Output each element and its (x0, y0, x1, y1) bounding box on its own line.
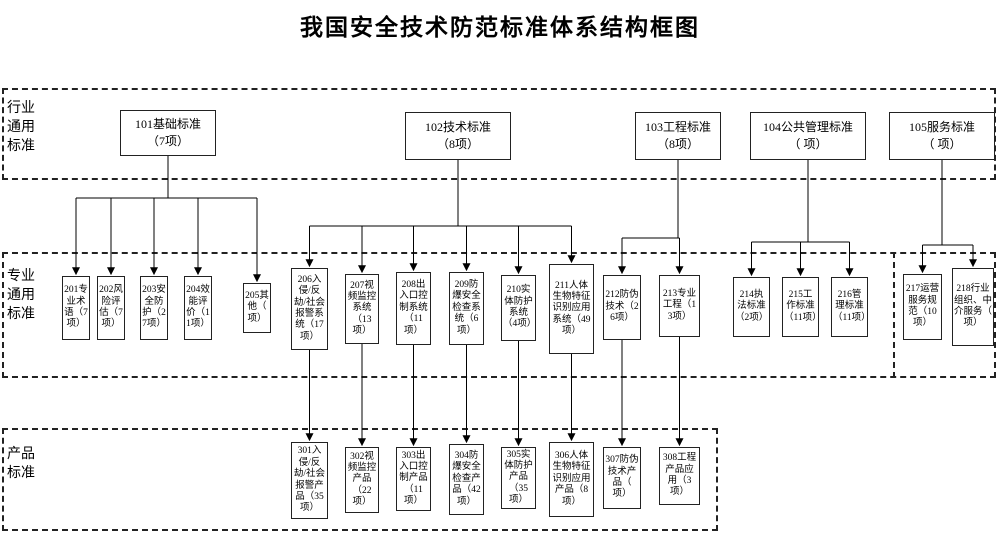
node-303: 303出入口控制产品（11项） (396, 447, 431, 511)
node-202: 202风险评估（7项） (97, 276, 125, 340)
node-105: 105服务标准 （ 项） (889, 112, 995, 160)
node-307: 307防伪技术产品（ 项） (603, 447, 641, 509)
band-product (2, 428, 718, 531)
node-217: 217运营服务规范（10项） (903, 274, 942, 340)
node-208: 208出入口控制系统（11项） (396, 272, 431, 345)
edges-101-children (72, 156, 261, 283)
node-102-count: （8项） (436, 137, 479, 151)
node-302: 302视频监控产品（22项） (345, 447, 379, 513)
node-305: 305实体防护产品（35项） (501, 447, 536, 509)
node-101-title: 101基础标准 (134, 116, 201, 131)
node-103-title: 103工程标准 (644, 119, 711, 134)
node-205: 205其他（ 项） (243, 283, 271, 333)
node-308: 308工程产品应用（3项） (659, 447, 700, 505)
node-215: 215工作标准（11项） (782, 277, 822, 337)
node-206: 206入侵/反劫/社会报警系统（17项） (291, 268, 328, 350)
node-213: 213专业工程（13项） (659, 275, 700, 337)
node-209: 209防爆安全检查系统（6项） (449, 272, 484, 345)
node-104: 104公共管理标准 （ 项） (750, 112, 866, 160)
node-102-title: 102技术标准 (424, 119, 491, 134)
node-210: 210实体防护系统（4项） (501, 275, 536, 341)
band-label-product: 产品标准 (7, 447, 35, 481)
band-label-professional-general: 专业通用标准 (7, 269, 35, 322)
node-102: 102技术标准 （8项） (405, 112, 511, 160)
band-label-industry-general: 行业通用标准 (7, 101, 35, 154)
node-103: 103工程标准 （8项） (635, 112, 721, 160)
node-105-count: （ 项） (922, 137, 962, 151)
node-212: 212防伪技术（26项） (603, 275, 641, 340)
node-306: 306人体生物特征识别应用产品（8项） (549, 442, 594, 517)
edges-103-children (618, 160, 684, 275)
edges-104-children (747, 160, 854, 277)
node-103-count: （8项） (656, 137, 699, 151)
edges-102-children (305, 160, 576, 275)
node-304: 304防爆安全检查产品（42项） (449, 444, 484, 515)
node-104-count: （ 项） (788, 137, 828, 151)
band-professional-divider (893, 252, 895, 378)
node-218: 218行业组织、中介服务（ 项） (952, 268, 994, 346)
node-214: 214执法标准（2项） (733, 277, 770, 337)
node-201: 201专业术语（7项） (62, 276, 90, 340)
diagram-title: 我国安全技术防范标准体系结构框图 (300, 15, 700, 40)
node-207: 207视频监控系统（13项） (345, 274, 379, 344)
node-104-title: 104公共管理标准 (762, 119, 853, 134)
node-204: 204效能评价（11项） (184, 276, 212, 340)
band-industry-general (2, 88, 996, 180)
node-211: 211人体生物特征识别应用系统（49项） (549, 264, 594, 354)
edges-mid-to-product (305, 337, 684, 447)
node-301: 301入侵/反劫/社会报警产品（35项） (291, 442, 328, 519)
band-professional-general (2, 252, 996, 378)
node-216: 216管理标准（11项） (831, 277, 871, 337)
node-101-count: （7项） (146, 134, 189, 148)
edges-105-children (918, 160, 977, 274)
node-105-title: 105服务标准 (908, 119, 975, 134)
node-101: 101基础标准 （7项） (120, 110, 216, 156)
node-203: 203安全防护（27项） (140, 276, 168, 340)
